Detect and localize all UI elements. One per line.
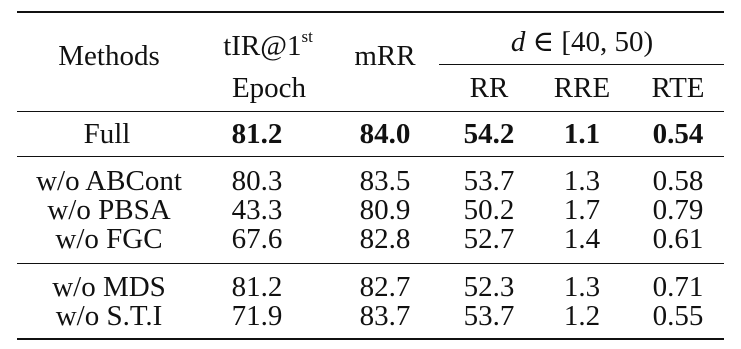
header-methods: Methods: [58, 40, 160, 72]
row-mds-mrr: 82.7: [359, 271, 411, 303]
row-fgc-tir: 67.6: [231, 223, 283, 255]
row-pbsa-rte: 0.79: [652, 194, 704, 226]
row-sti-rre: 1.2: [563, 300, 601, 332]
row-full-rre: 1.1: [563, 118, 601, 150]
row-sti-mrr: 83.7: [359, 300, 411, 332]
header-rte: RTE: [651, 72, 705, 104]
header-mrr: mRR: [354, 40, 416, 72]
row-full-rte: 0.54: [652, 118, 704, 150]
row-sti-method: w/o S.T.I: [55, 300, 163, 332]
row-mds-tir: 81.2: [231, 271, 283, 303]
row-full-tir: 81.2: [231, 118, 283, 150]
row-abcont-rr: 53.7: [463, 165, 515, 197]
row-sti-rte: 0.55: [652, 300, 704, 332]
row-fgc-rte: 0.61: [652, 223, 704, 255]
row-pbsa-method: w/o PBSA: [47, 194, 171, 226]
row-mds-rte: 0.71: [652, 271, 704, 303]
row-mds-method: w/o MDS: [52, 271, 166, 303]
row-fgc-rr: 52.7: [463, 223, 515, 255]
section-rule-1: [17, 156, 724, 157]
header-tir-epoch: Epoch: [231, 72, 307, 104]
row-mds-rre: 1.3: [563, 271, 601, 303]
row-full-mrr: 84.0: [359, 118, 411, 150]
row-abcont-rre: 1.3: [563, 165, 601, 197]
header-rre: RRE: [553, 72, 611, 104]
row-fgc-rre: 1.4: [563, 223, 601, 255]
row-abcont-rte: 0.58: [652, 165, 704, 197]
header-rr: RR: [469, 72, 509, 104]
section-rule-2: [17, 263, 724, 264]
row-abcont-tir: 80.3: [231, 165, 283, 197]
row-fgc-mrr: 82.8: [359, 223, 411, 255]
row-mds-rr: 52.3: [463, 271, 515, 303]
row-fgc-method: w/o FGC: [55, 223, 163, 255]
row-sti-rr: 53.7: [463, 300, 515, 332]
row-sti-tir: 71.9: [231, 300, 283, 332]
header-distance-group: d ∈ [40, 50): [510, 26, 654, 58]
row-pbsa-tir: 43.3: [231, 194, 283, 226]
bottom-rule: [17, 338, 724, 340]
row-abcont-mrr: 83.5: [359, 165, 411, 197]
row-full-rr: 54.2: [463, 118, 515, 150]
top-rule: [17, 11, 724, 13]
header-tir: tIR@1st: [223, 27, 313, 62]
row-pbsa-rr: 50.2: [463, 194, 515, 226]
row-pbsa-rre: 1.7: [563, 194, 601, 226]
row-pbsa-mrr: 80.9: [359, 194, 411, 226]
row-full-method: Full: [83, 118, 131, 150]
header-rule: [17, 111, 724, 112]
group-cmidrule: [439, 64, 724, 65]
row-abcont-method: w/o ABCont: [36, 165, 182, 197]
